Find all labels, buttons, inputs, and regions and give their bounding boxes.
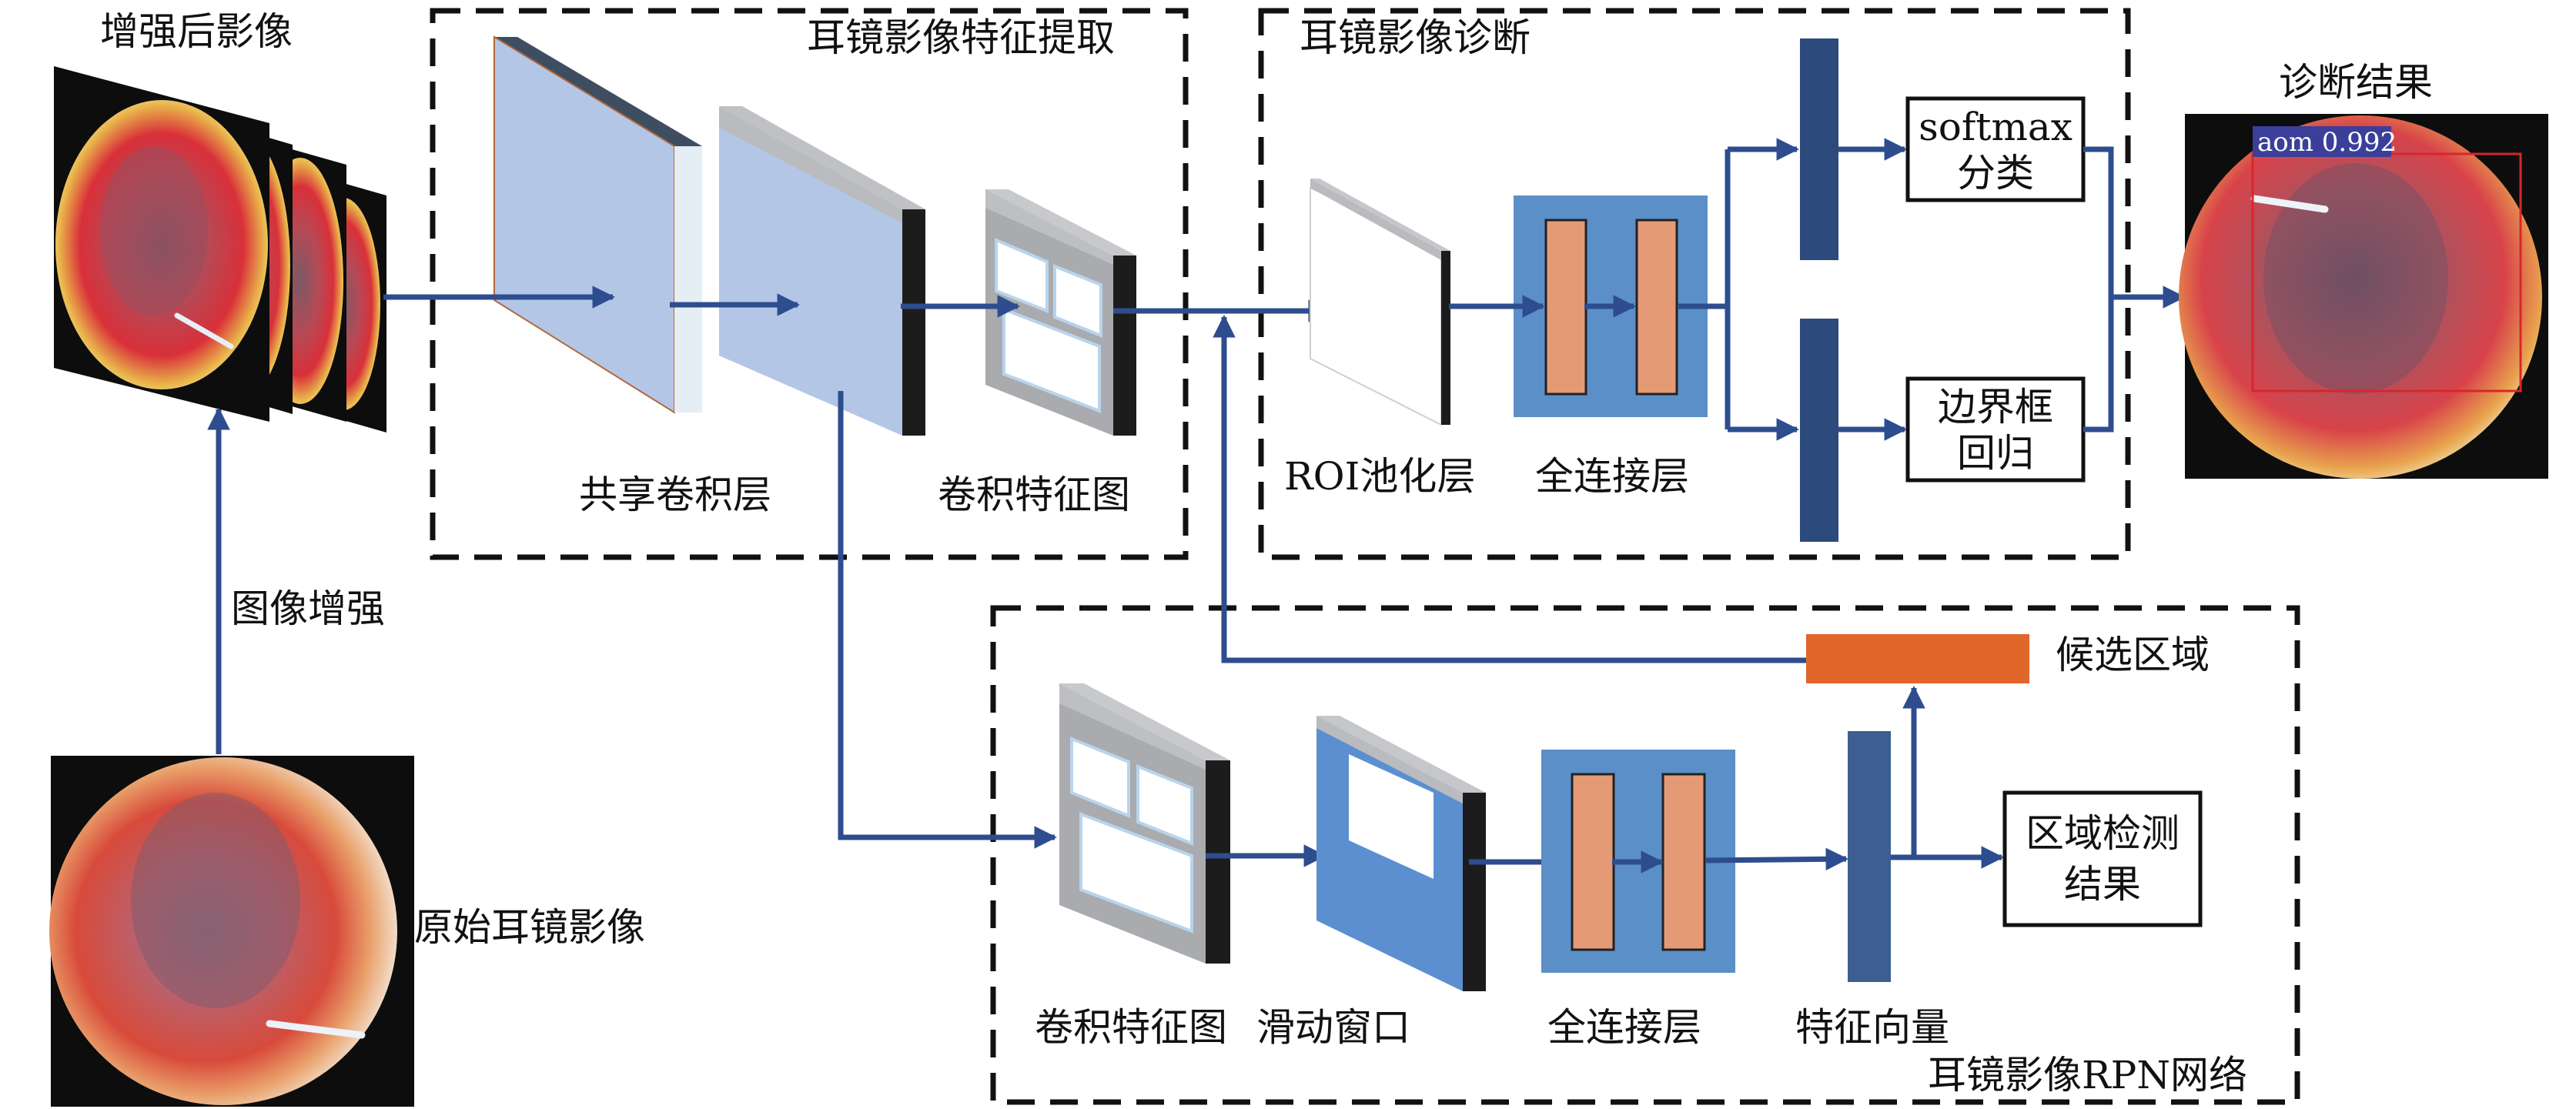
merge-line-bottom [2083, 297, 2114, 433]
softmax-line1: softmax [1919, 105, 2073, 149]
conv-feature-map-top [985, 189, 1136, 436]
region-detection-line2: 结果 [2064, 862, 2141, 907]
image-enhancement-label: 图像增强 [231, 586, 385, 631]
bbox-line2: 回归 [1957, 431, 2034, 476]
fc-rpn-label: 全连接层 [1547, 1005, 1701, 1050]
diagnosis-title: 耳镜影像诊断 [1300, 15, 1531, 60]
fc-block-rpn [1541, 750, 1735, 973]
rpn-conv-feature-map-label: 卷积特征图 [1035, 1005, 1227, 1050]
softmax-line2: 分类 [1957, 151, 2034, 195]
feature-vector-label: 特征向量 [1795, 1005, 1949, 1050]
arrow-vector-to-candidate [1891, 686, 1925, 860]
region-detection-line1: 区域检测 [2026, 811, 2180, 856]
original-image-label: 原始耳镜影像 [414, 905, 645, 950]
feature-bar-top [1800, 38, 1838, 260]
feature-vector-bar [1848, 731, 1891, 982]
sliding-window-layer [1316, 716, 1486, 991]
merge-line-top [2083, 146, 2114, 297]
enhanced-image-label: 增强后影像 [100, 9, 293, 54]
feature-bar-bottom [1800, 319, 1838, 542]
diagnosis-result-label: 诊断结果 [2279, 60, 2433, 105]
region-detection-result-box: 区域检测 结果 [2002, 790, 2203, 927]
arrow-candidate-to-roi [1213, 315, 1806, 663]
softmax-classification-box: softmax 分类 [1905, 96, 2086, 202]
conv-feature-map-label: 卷积特征图 [938, 473, 1130, 517]
candidate-region-label: 候选区域 [2056, 633, 2210, 677]
feature-extraction-title: 耳镜影像特征提取 [807, 15, 1115, 60]
rpn-section [990, 605, 2300, 1105]
arrow-fc-to-vector [1705, 847, 1848, 870]
rpn-title: 耳镜影像RPN网络 [1928, 1053, 2247, 1097]
enhanced-image-stack [54, 66, 386, 433]
shared-conv-layer-2 [719, 106, 925, 436]
detection-tag [2253, 126, 2391, 157]
arrow-conv-to-rpn [838, 391, 1057, 849]
bbox-line1: 边界框 [1938, 385, 2053, 429]
roi-pooling-layer [1310, 179, 1450, 426]
roi-pooling-label: ROI池化层 [1284, 454, 1475, 499]
rpn-conv-feature-map [1059, 683, 1230, 964]
original-image [49, 756, 414, 1107]
shared-conv-label: 共享卷积层 [579, 473, 771, 517]
sliding-window-label: 滑动窗口 [1256, 1005, 1410, 1050]
detection-tag-text: aom 0.992 [2257, 127, 2397, 158]
candidate-region-bar [1806, 634, 2029, 683]
bbox-regression-box: 边界框 回归 [1905, 376, 2086, 483]
diagnosis-result-image: aom 0.992 [2179, 114, 2548, 479]
diagnosis-section [1258, 8, 2131, 560]
fc-diagnosis-label: 全连接层 [1535, 454, 1689, 499]
shared-conv-layer-1 [493, 35, 702, 414]
